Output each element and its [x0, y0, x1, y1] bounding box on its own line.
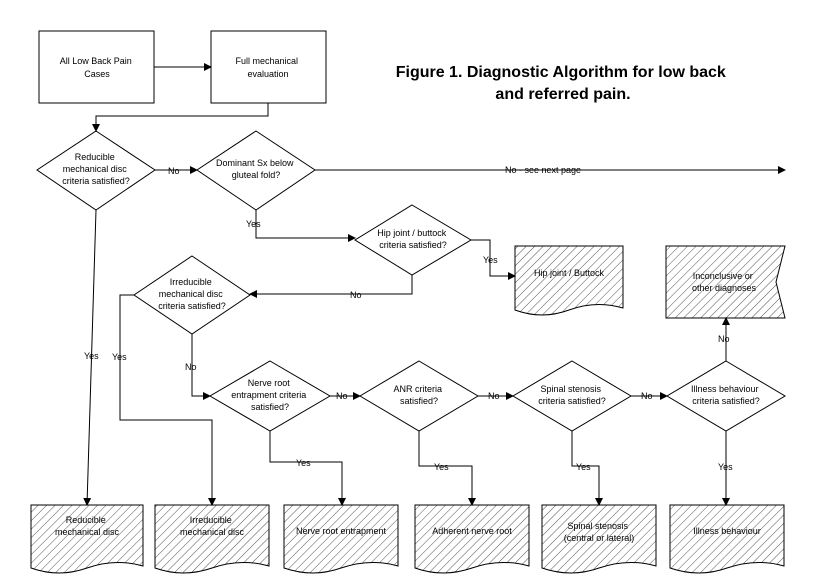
full-evaluation-box: Full mechanical evaluation — [210, 30, 327, 104]
spinal-stenosis-outcome: Spinal stenosis (central or lateral) — [541, 504, 657, 574]
svg-text:Illness behaviour: Illness behaviour — [693, 526, 761, 536]
edge-label-no-next-page: No - see next page — [505, 165, 581, 175]
edge-label-no: No — [185, 362, 197, 372]
edge-label-yes: Yes — [296, 458, 311, 468]
figure-title: Figure 1. Diagnostic Algorithm for low b… — [396, 64, 731, 103]
svg-text:All Low Back Pain Cases: All Low Back Pain Cases — [60, 56, 135, 79]
svg-text:Dominant Sx below glutea: Dominant Sx below gluteal fold? — [216, 158, 296, 180]
svg-text:Inconclusive or other di: Inconclusive or other diagnoses — [692, 271, 757, 293]
edge-label-no: No — [168, 166, 180, 176]
svg-text:Reducible mechanical dis: Reducible mechanical disc criteria satis… — [62, 152, 130, 186]
anr-decision: ANR criteria satisfied? — [359, 360, 479, 432]
illness-behaviour-outcome: Illness behaviour — [669, 504, 785, 574]
svg-text:Hip joint / buttock crit: Hip joint / buttock criteria satisfied? — [377, 228, 449, 250]
irreducible-disc-outcome: Irreducible mechanical disc — [154, 504, 270, 574]
edge-label-no: No — [336, 391, 348, 401]
edge-labels: No No - see next page Yes Yes No Yes Yes… — [84, 165, 733, 472]
svg-text:Nerve root entrapment: Nerve root entrapment — [296, 526, 387, 536]
edge-label-yes: Yes — [84, 351, 99, 361]
svg-text:Nerve root entrapment cr: Nerve root entrapment criteria satisfied… — [231, 378, 309, 412]
connectors — [83, 63, 786, 506]
edge-label-yes: Yes — [434, 462, 449, 472]
svg-text:Irreducible mechanical d: Irreducible mechanical disc — [180, 515, 245, 537]
dominant-symptoms-decision: Dominant Sx below gluteal fold? — [196, 130, 316, 211]
svg-text:Illness behaviour criter: Illness behaviour criteria satisfied? — [691, 384, 761, 406]
irreducible-decision: Irreducible mechanical disc criteria sat… — [133, 255, 251, 335]
hip-buttock-outcome: Hip joint / Buttock — [514, 245, 624, 316]
reducible-disc-outcome: Reducible mechanical disc — [30, 504, 144, 574]
edge-label-no: No — [641, 391, 653, 401]
inconclusive-outcome: Inconclusive or other diagnoses — [665, 245, 786, 319]
nerve-root-outcome: Nerve root entrapment — [283, 504, 399, 574]
reducible-decision: Reducible mechanical disc criteria satis… — [36, 130, 156, 211]
svg-text:Reducible mechanical dis: Reducible mechanical disc — [55, 515, 120, 537]
edge-label-no: No — [718, 334, 730, 344]
edge-label-yes: Yes — [112, 352, 127, 362]
svg-text:Irreducible mechanical d: Irreducible mechanical disc criteria sat… — [158, 277, 226, 311]
svg-text:Full mechanical evaluati: Full mechanical evaluation — [235, 56, 300, 79]
edge-label-yes: Yes — [718, 462, 733, 472]
svg-text:Hip joint / Buttock: Hip joint / Buttock — [534, 268, 605, 278]
edge-label-yes: Yes — [576, 462, 591, 472]
illness-behaviour-decision: Illness behaviour criteria satisfied? — [666, 360, 786, 432]
all-cases-box: All Low Back Pain Cases — [38, 30, 155, 104]
edge-label-no: No — [350, 290, 362, 300]
spinal-stenosis-decision: Spinal stenosis criteria satisfied? — [512, 360, 632, 432]
svg-text:Spinal stenosis criteria: Spinal stenosis criteria satisfied? — [538, 384, 606, 406]
nerve-root-decision: Nerve root entrapment criteria satisfied… — [209, 360, 331, 432]
adherent-nerve-root-outcome: Adherent nerve root — [414, 504, 530, 574]
edge-label-no: No — [488, 391, 500, 401]
svg-text:ANR criteria satisfied?: ANR criteria satisfied? — [393, 384, 444, 406]
edge-label-yes: Yes — [483, 255, 498, 265]
hip-buttock-decision: Hip joint / buttock criteria satisfied? — [354, 204, 472, 276]
edge-label-yes: Yes — [246, 219, 261, 229]
svg-text:Adherent nerve root: Adherent nerve root — [432, 526, 512, 536]
svg-text:Spinal stenosis (central: Spinal stenosis (central or lateral) — [564, 521, 635, 543]
